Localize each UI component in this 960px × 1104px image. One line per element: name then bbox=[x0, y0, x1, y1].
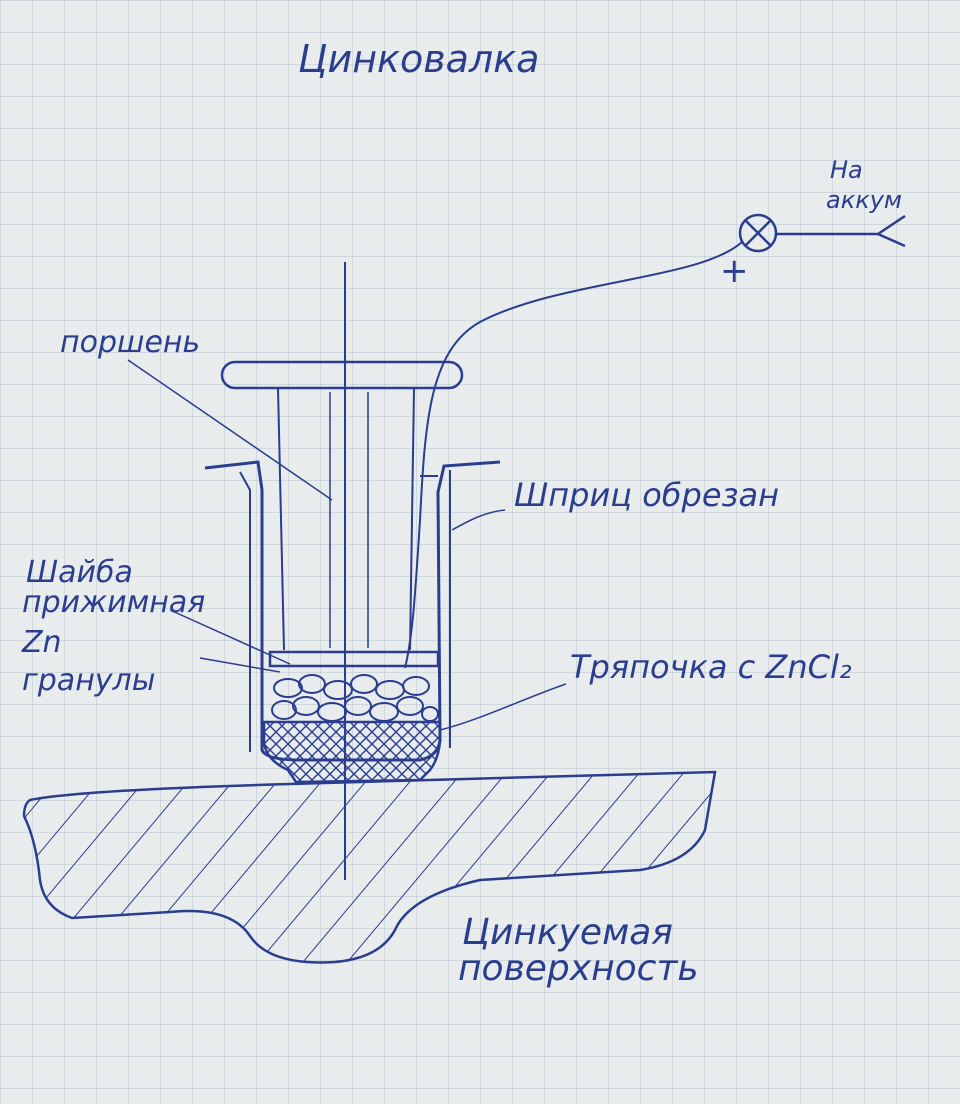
zinc-label-line2: гранулы bbox=[22, 663, 155, 698]
surface-label-line2: поверхность bbox=[458, 948, 699, 989]
washer-label-line2: прижимная bbox=[22, 585, 205, 620]
battery-label-line2: аккум bbox=[826, 186, 902, 214]
syringe-leader-line bbox=[451, 509, 506, 531]
rag-leader-line bbox=[439, 683, 567, 731]
pressing-washer bbox=[268, 650, 440, 668]
diagram-title: Цинковалка bbox=[298, 37, 539, 81]
piston-cap bbox=[220, 360, 464, 390]
rag-label: Тряпочка с ZnCl₂ bbox=[570, 648, 852, 686]
zinc-granules bbox=[271, 674, 439, 722]
washer-leader-line bbox=[169, 609, 291, 665]
galvanized-surface bbox=[22, 770, 717, 964]
battery-label-line1: На bbox=[830, 156, 863, 184]
washer-label-line1: Шайба bbox=[26, 555, 133, 590]
zinc-leader-line bbox=[199, 657, 281, 673]
zinc-label-line1: Zn bbox=[21, 625, 62, 660]
surface-label-line1: Цинкуемая bbox=[462, 912, 673, 953]
battery-terminal-icon bbox=[875, 214, 906, 248]
rag-with-zncl2 bbox=[262, 720, 442, 784]
contact-wire bbox=[404, 241, 743, 669]
plus-sign: + bbox=[720, 251, 749, 291]
piston-body bbox=[277, 387, 415, 651]
piston-label: поршень bbox=[60, 325, 200, 360]
syringe-label: Шприц обрезан bbox=[514, 476, 779, 514]
piston-leader-line bbox=[127, 359, 333, 501]
